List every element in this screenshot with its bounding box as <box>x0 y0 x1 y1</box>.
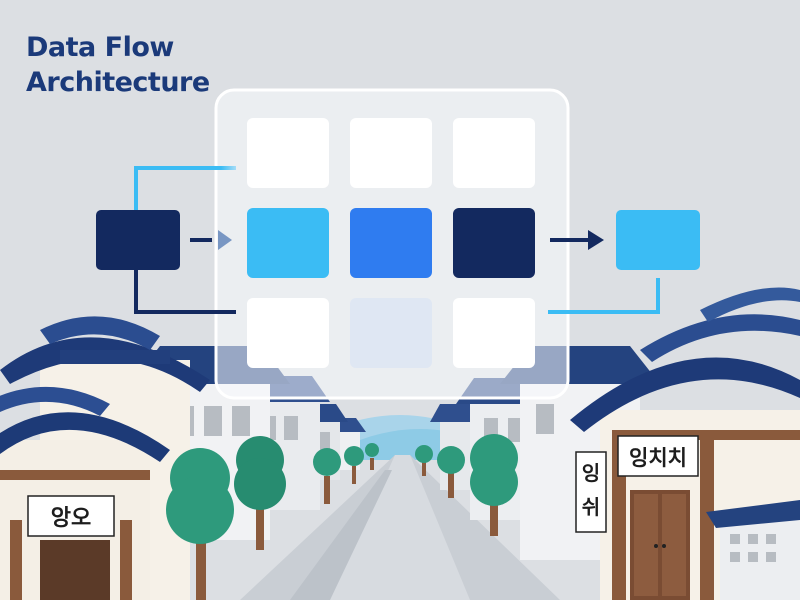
street-trees <box>166 434 518 600</box>
right-vertical-sign-char-2: 쉬 <box>582 495 600 519</box>
page-title-line-1: Data Flow <box>26 32 174 63</box>
right-vertical-sign: 잉 쉬 <box>575 451 607 533</box>
street <box>240 455 560 600</box>
left-shop-sign: 앙오 <box>27 495 115 537</box>
right-horizontal-sign: 잉치치 <box>617 435 699 477</box>
left-shop-sign-text: 앙오 <box>51 506 91 531</box>
right-horizontal-sign-text: 잉치치 <box>629 446 687 470</box>
right-vertical-sign-char-1: 잉 <box>582 461 600 485</box>
page-title-line-2: Architecture <box>26 67 210 98</box>
right-buildings <box>430 287 800 600</box>
page-title: Data Flow Architecture <box>26 30 210 100</box>
